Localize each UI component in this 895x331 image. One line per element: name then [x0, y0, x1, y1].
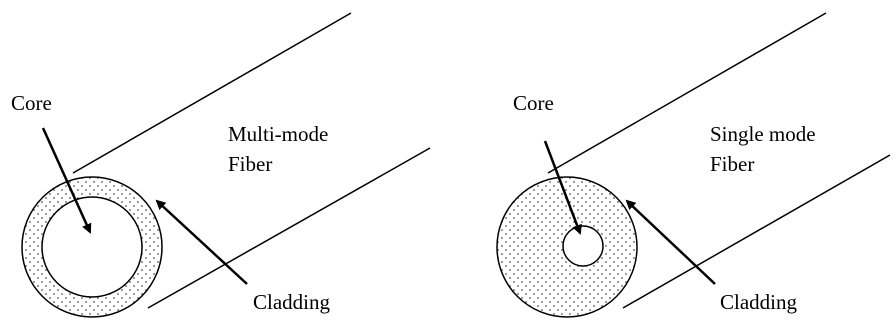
single-mode-cladding-arrow	[625, 199, 716, 285]
multi-mode-upper-edge	[72, 12, 352, 174]
single-mode-upper-edge	[547, 12, 827, 174]
single-mode-core-arrow	[543, 140, 582, 235]
multi-mode-cladding-label: Cladding	[253, 290, 330, 314]
multi-mode-core-arrow	[41, 127, 92, 234]
multi-mode-fiber: Core Multi-mode Fiber Cladding	[11, 12, 431, 318]
single-mode-core	[562, 225, 604, 267]
multi-mode-core	[41, 196, 143, 298]
single-mode-cladding-label: Cladding	[720, 290, 797, 314]
multi-mode-lower-edge	[147, 147, 431, 309]
single-mode-fiber: Core Single mode Fiber Cladding	[496, 12, 891, 318]
single-mode-fiber-label: Single mode	[710, 122, 816, 146]
multi-mode-fiber-label: Multi-mode	[228, 122, 328, 146]
single-mode-fiber-label-2: Fiber	[710, 152, 754, 176]
multi-mode-core-label: Core	[11, 91, 52, 115]
single-mode-lower-edge	[622, 154, 891, 309]
multi-mode-fiber-label-2: Fiber	[228, 152, 272, 176]
single-mode-core-label: Core	[513, 91, 554, 115]
multi-mode-cladding-arrow	[155, 199, 248, 285]
